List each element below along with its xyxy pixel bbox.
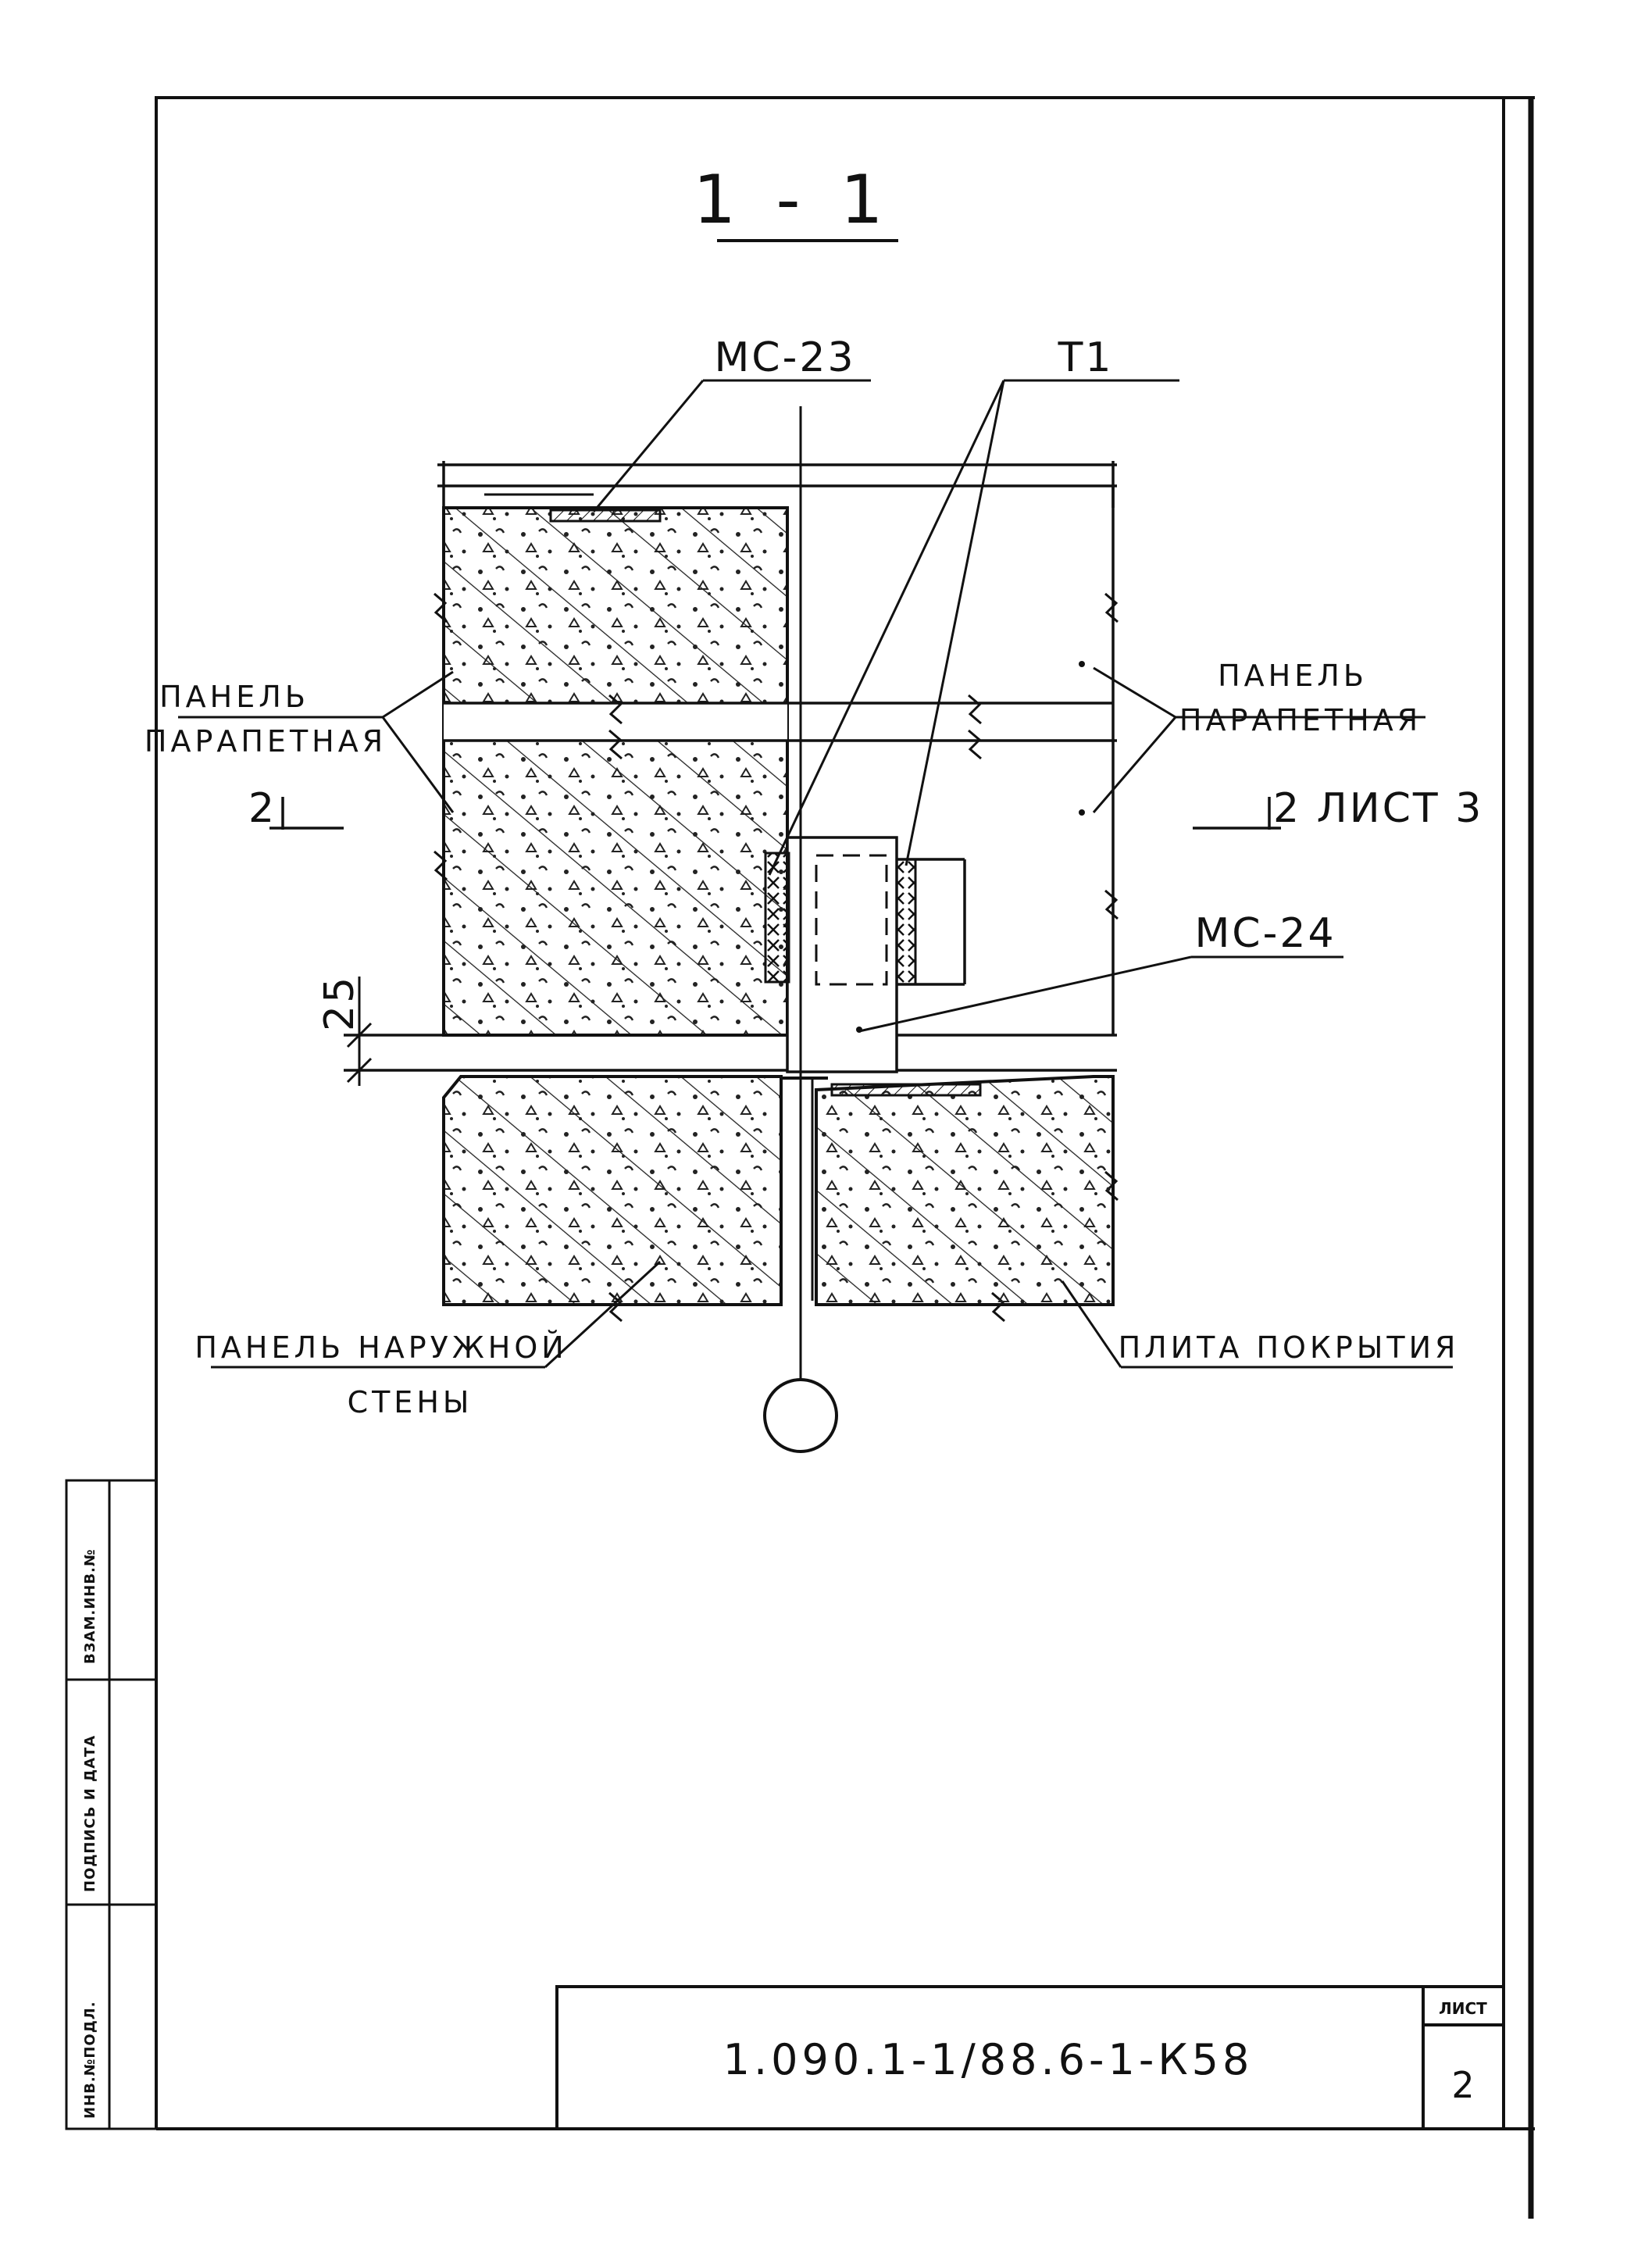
cornice-band bbox=[437, 461, 1117, 508]
label-panel-left-2: ПАРАПЕТНАЯ bbox=[145, 724, 387, 759]
cut-mark-right bbox=[1193, 797, 1281, 830]
sheet-label: ЛИСТ bbox=[1439, 1999, 1487, 2018]
axis-bubble bbox=[763, 1378, 838, 1453]
label-mc23: МС-23 bbox=[714, 334, 855, 381]
label-outer-wall-2: СТЕНЫ bbox=[348, 1385, 473, 1419]
t1-gasket-right bbox=[895, 858, 917, 986]
outer-wall-panel bbox=[442, 1075, 783, 1306]
dimension-25-label: 25 bbox=[316, 975, 363, 1031]
horizontal-joint bbox=[344, 1034, 1117, 1072]
label-roof-slab: ПЛИТА ПОКРЫТИЯ bbox=[1119, 1330, 1460, 1365]
dimension-25 bbox=[346, 977, 373, 1086]
section-title: 1 - 1 bbox=[693, 161, 892, 239]
roof-slab bbox=[815, 1075, 1115, 1306]
side-stamp-cell-2: ПОДПИСЬ И ДАТА bbox=[82, 1735, 98, 1892]
cut-mark-left bbox=[269, 797, 344, 830]
side-stamp-cell-1: ВЗАМ.ИНВ.№ bbox=[82, 1548, 98, 1664]
parapet-panel-left bbox=[442, 506, 1117, 1037]
label-panel-left-1: ПАНЕЛЬ bbox=[159, 680, 309, 714]
label-t1: Т1 bbox=[1058, 334, 1114, 381]
mc24-bracket bbox=[786, 836, 966, 1073]
document-code: 1.090.1-1/88.6-1-К58 bbox=[723, 2035, 1254, 2084]
sheet-number: 2 bbox=[1451, 2064, 1474, 2106]
title-block bbox=[555, 1985, 1505, 2130]
label-mc24: МС-24 bbox=[1194, 910, 1336, 957]
label-outer-wall-1: ПАНЕЛЬ НАРУЖНОЙ bbox=[194, 1330, 567, 1365]
label-panel-right-2: ПАРАПЕТНАЯ bbox=[1179, 703, 1422, 737]
label-cut-left: 2 bbox=[248, 785, 277, 832]
t1-gasket-left bbox=[764, 852, 790, 984]
label-panel-right-1: ПАНЕЛЬ bbox=[1218, 659, 1368, 693]
side-stamp bbox=[65, 1479, 158, 2130]
roof-slab-plate bbox=[830, 1083, 982, 1097]
leader-dots bbox=[856, 661, 1085, 1033]
mc23-plate bbox=[549, 509, 662, 523]
label-cut-right: 2 ЛИСТ 3 bbox=[1273, 785, 1483, 832]
leader-lines bbox=[178, 379, 1453, 1369]
side-stamp-cell-3: ИНВ.№ПОДЛ. bbox=[82, 2001, 98, 2119]
